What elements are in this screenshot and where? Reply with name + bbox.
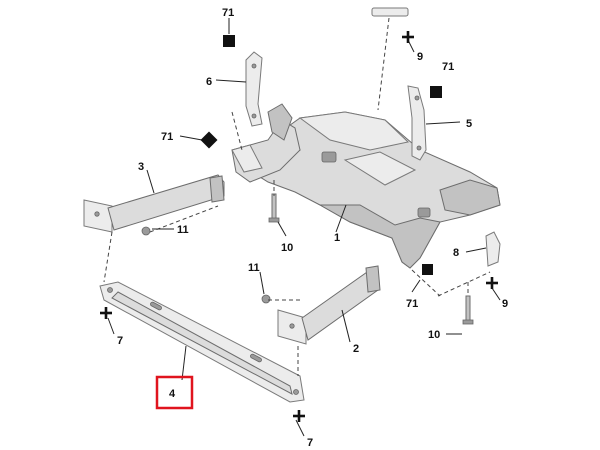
top-mount-bracket xyxy=(371,7,409,17)
nut-11-mid xyxy=(261,294,271,304)
callout-8: 8 xyxy=(453,247,459,259)
plus-marker-7-left xyxy=(100,307,112,319)
leader-lines xyxy=(107,18,501,437)
bracket-part-8 xyxy=(485,231,501,267)
callout-7-left: 7 xyxy=(117,335,123,347)
callout-5: 5 xyxy=(466,118,472,130)
alignment-lines xyxy=(103,17,491,376)
plate-part-4 xyxy=(99,281,305,403)
callout-9-top: 9 xyxy=(417,51,423,63)
bracket-part-5 xyxy=(407,85,427,161)
callout-1: 1 xyxy=(334,232,340,244)
callout-71-bottom: 71 xyxy=(406,298,418,310)
highlight-box xyxy=(155,375,194,410)
callout-labels: 71 71 71 71 6 5 9 9 3 11 11 10 10 1 8 2 … xyxy=(117,7,508,449)
bolt-10-left xyxy=(268,193,280,223)
callout-3: 3 xyxy=(138,161,144,173)
crossbar-part-3 xyxy=(83,174,225,233)
plus-marker-7-bottom xyxy=(293,410,305,422)
plus-marker-9-top xyxy=(402,31,414,43)
callout-6: 6 xyxy=(206,76,212,88)
marker-squares xyxy=(200,35,442,275)
callout-11-left: 11 xyxy=(177,224,189,236)
square-marker-top xyxy=(223,35,235,47)
crossbar-part-2 xyxy=(277,265,381,345)
callout-71-top: 71 xyxy=(222,7,234,19)
square-marker-bottom xyxy=(422,264,433,275)
callout-9-bottom: 9 xyxy=(502,298,508,310)
callout-10-left: 10 xyxy=(281,242,293,254)
square-marker-left xyxy=(200,131,218,149)
front-left-arm xyxy=(231,103,301,183)
plus-markers xyxy=(100,31,498,422)
callout-71-right: 71 xyxy=(442,61,454,73)
subframe-part-1 xyxy=(251,111,501,269)
bracket-part-6 xyxy=(245,51,263,127)
callout-7-bottom: 7 xyxy=(307,437,313,449)
callout-2: 2 xyxy=(353,343,359,355)
bolt-10-right xyxy=(462,295,474,325)
plus-marker-9-bottom xyxy=(486,277,498,289)
square-marker-right xyxy=(430,86,442,98)
callout-11-mid: 11 xyxy=(248,262,260,274)
nut-11-left xyxy=(141,226,151,236)
callout-4: 4 xyxy=(169,388,176,400)
callout-10-right: 10 xyxy=(428,329,440,341)
callout-71-left: 71 xyxy=(161,131,173,143)
